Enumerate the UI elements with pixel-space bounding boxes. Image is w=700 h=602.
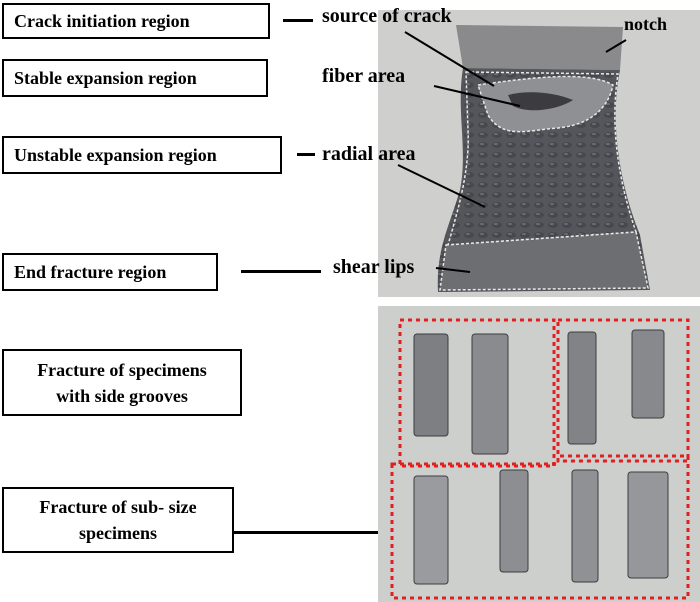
- source-of-crack-leader: [404, 31, 495, 87]
- side-groove-specimen-4: [631, 329, 665, 419]
- side-grooves-box: Fracture of specimens with side grooves: [2, 349, 242, 416]
- sub-size-line2: specimens: [79, 523, 157, 543]
- shear-lips-label: shear lips: [333, 256, 415, 278]
- stable-expansion-label: Stable expansion region: [14, 67, 197, 88]
- radial-area-leader: [397, 164, 486, 208]
- notch-label: notch: [624, 14, 668, 34]
- sub-size-specimen-3: [571, 469, 599, 583]
- fiber-area-leader: [433, 85, 521, 107]
- side-groove-specimen-3: [567, 331, 597, 445]
- stable-expansion-box: Stable expansion region: [2, 59, 268, 97]
- crack-initiation-connector: [283, 19, 313, 22]
- unstable-expansion-connector: [297, 153, 315, 156]
- sub-size-specimen-2: [499, 469, 529, 573]
- sub-size-specimen-1: [413, 475, 449, 585]
- specimens-photo: [378, 306, 700, 602]
- shear-lip-region: [439, 231, 649, 291]
- end-fracture-label: End fracture region: [14, 261, 167, 282]
- crack-initiation-label: Crack initiation region: [14, 10, 190, 31]
- sub-size-outline: [390, 454, 690, 600]
- side-grooves-line2: with side grooves: [56, 385, 188, 406]
- side-groove-specimen-2: [471, 333, 509, 455]
- source-of-crack-label: source of crack: [322, 5, 452, 27]
- sub-size-connector: [234, 531, 382, 534]
- radial-area-label: radial area: [322, 143, 416, 165]
- notch-region: [456, 25, 623, 70]
- sub-size-specimen-4: [627, 471, 669, 579]
- end-fracture-connector: [241, 270, 321, 273]
- shear-lips-leader: [435, 267, 471, 273]
- side-grooves-outline: [398, 318, 690, 468]
- fracture-surface-photo: [378, 10, 700, 297]
- end-fracture-box: End fracture region: [2, 253, 218, 291]
- side-groove-specimen-1: [413, 333, 449, 437]
- notch-leader: [605, 39, 627, 53]
- crack-source-spot: [508, 92, 573, 111]
- side-grooves-line1: Fracture of specimens: [37, 359, 207, 380]
- crack-initiation-box: Crack initiation region: [2, 3, 270, 39]
- sub-size-line1: Fracture of sub- size: [39, 497, 197, 517]
- unstable-expansion-box: Unstable expansion region: [2, 136, 282, 174]
- sub-size-box: Fracture of sub- size specimens: [2, 487, 234, 553]
- fiber-area-label: fiber area: [322, 65, 406, 87]
- unstable-expansion-label: Unstable expansion region: [14, 144, 217, 165]
